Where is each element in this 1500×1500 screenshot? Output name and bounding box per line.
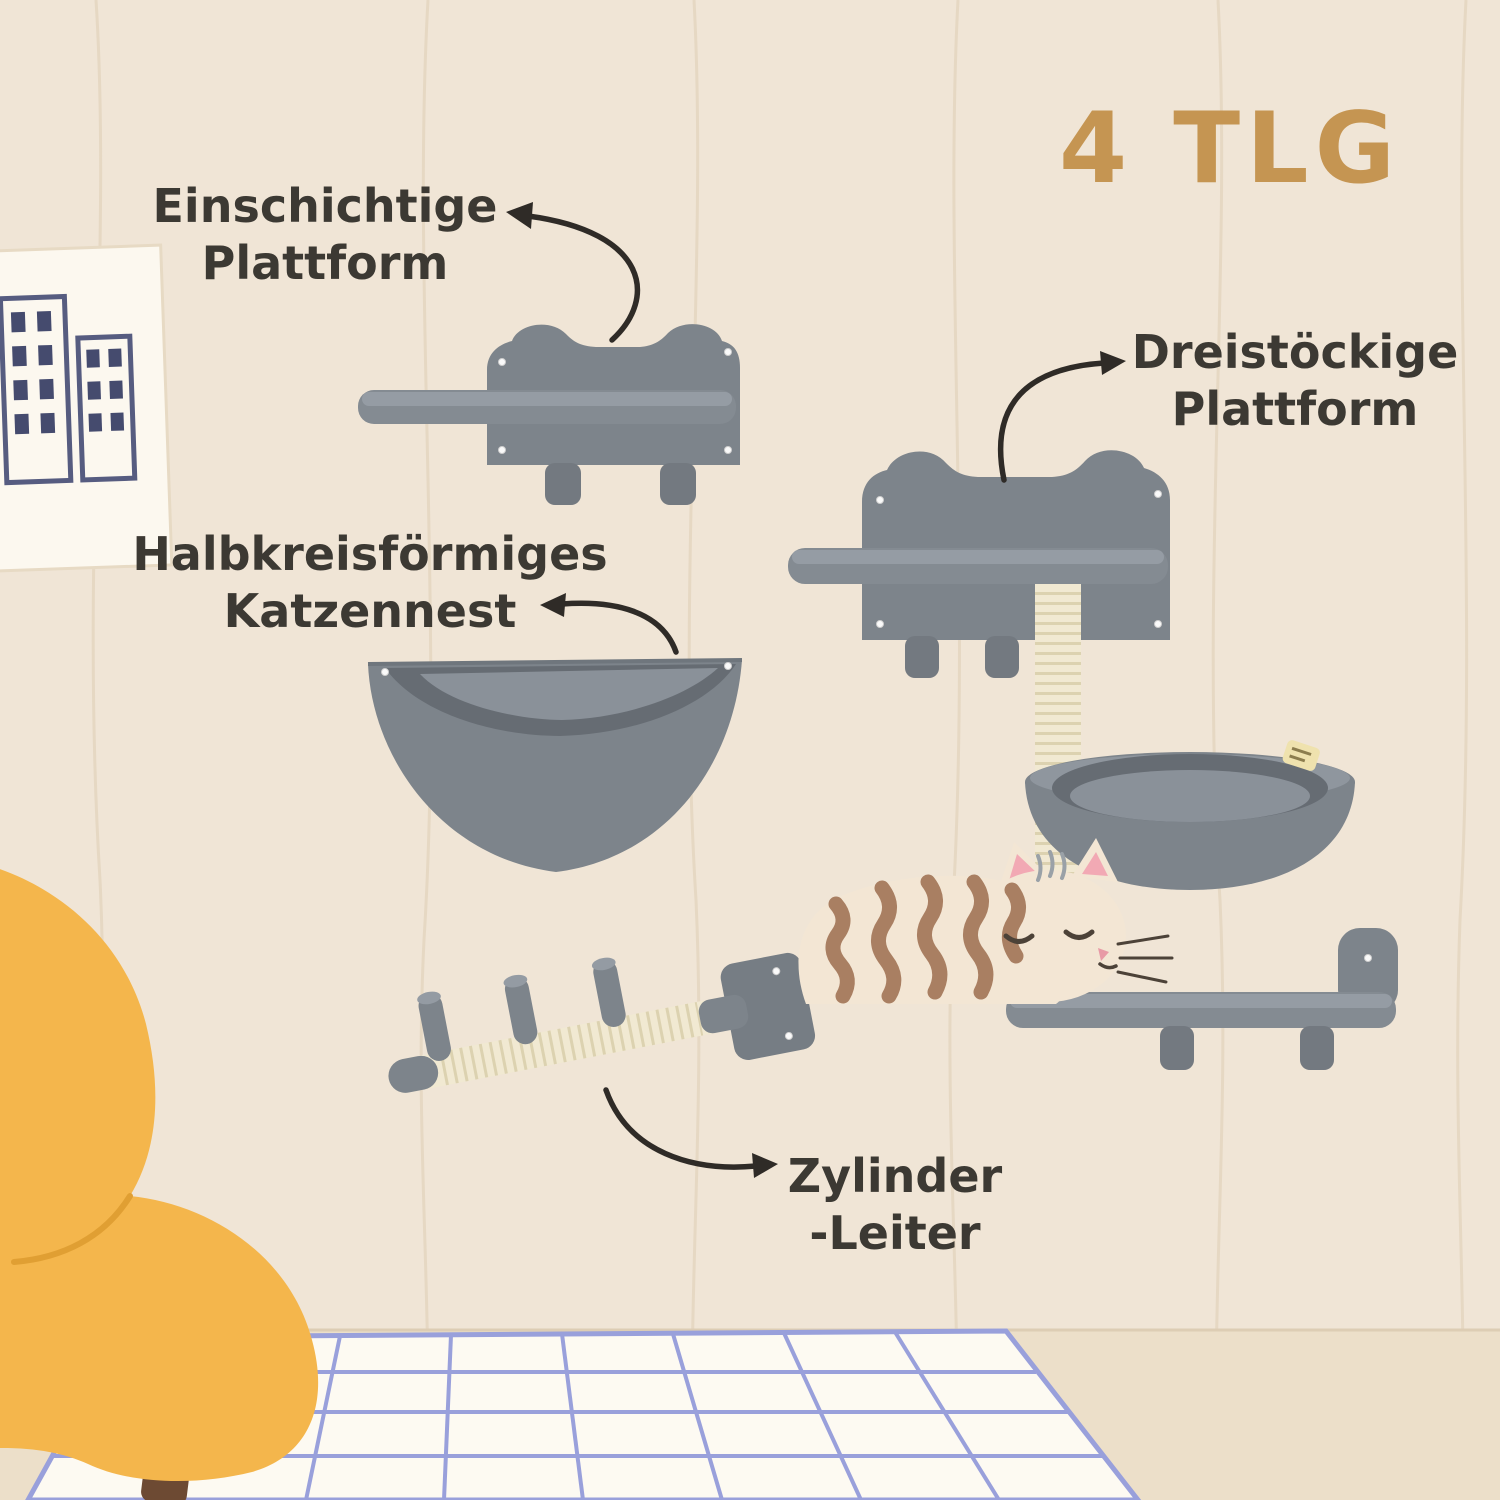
piece-count-heading: 4 TLG [1058, 92, 1402, 206]
label-line: Dreistöckige [1131, 325, 1459, 379]
single-platform-illustration [358, 324, 740, 505]
label-line: -Leiter [809, 1206, 981, 1261]
wall-bracket [905, 636, 939, 678]
label-line: Einschichtige [152, 179, 498, 233]
semicircle-nest-illustration [367, 658, 743, 872]
label-cylinder-ladder: Zylinder -Leiter [740, 1148, 1050, 1262]
ladder-bar [388, 996, 743, 1093]
cylinder-ladder-illustration [388, 952, 816, 1093]
wall-bracket [660, 463, 696, 505]
cat-stripes [825, 874, 1026, 1004]
three-tier-platform-illustration [788, 450, 1398, 1070]
basket-tag [1282, 740, 1320, 771]
ladder-pegs [417, 957, 626, 1061]
label-semicircle-nest: Halbkreisförmiges Katzennest [130, 526, 610, 640]
wall-bracket [1300, 1026, 1334, 1070]
wall-bracket [545, 463, 581, 505]
arrow-to-single-platform-label [525, 213, 641, 343]
cat-whiskers [1116, 934, 1174, 984]
label-three-tier-platform: Dreistöckige Plattform [1090, 324, 1500, 438]
label-line: Katzennest [223, 584, 517, 639]
platform-backboard [862, 450, 1170, 640]
arrow-to-nest-label [559, 600, 679, 655]
annotation-arrows [525, 213, 1107, 1170]
label-line: Zylinder [787, 1149, 1003, 1203]
wall-texture-lines [91, 0, 1469, 1500]
label-line: Plattform [1171, 382, 1419, 437]
label-line: Halbkreisförmiges [132, 527, 608, 581]
cat-face [1003, 929, 1174, 984]
arrow-to-three-tier-label [997, 360, 1107, 483]
armchair [0, 869, 319, 1500]
wall-bracket [1160, 1026, 1194, 1070]
wall-bracket [985, 636, 1019, 678]
arrow-to-ladder-label [603, 1087, 759, 1170]
window-frame [0, 243, 174, 574]
bottom-backrest [1338, 928, 1398, 1012]
building-icon [0, 293, 138, 486]
sleeping-cat-illustration [798, 838, 1174, 1004]
label-single-platform: Einschichtige Plattform [105, 178, 545, 292]
cat-head [970, 870, 1126, 1002]
arrow-heads [506, 202, 1126, 1178]
label-line: Plattform [201, 236, 449, 291]
